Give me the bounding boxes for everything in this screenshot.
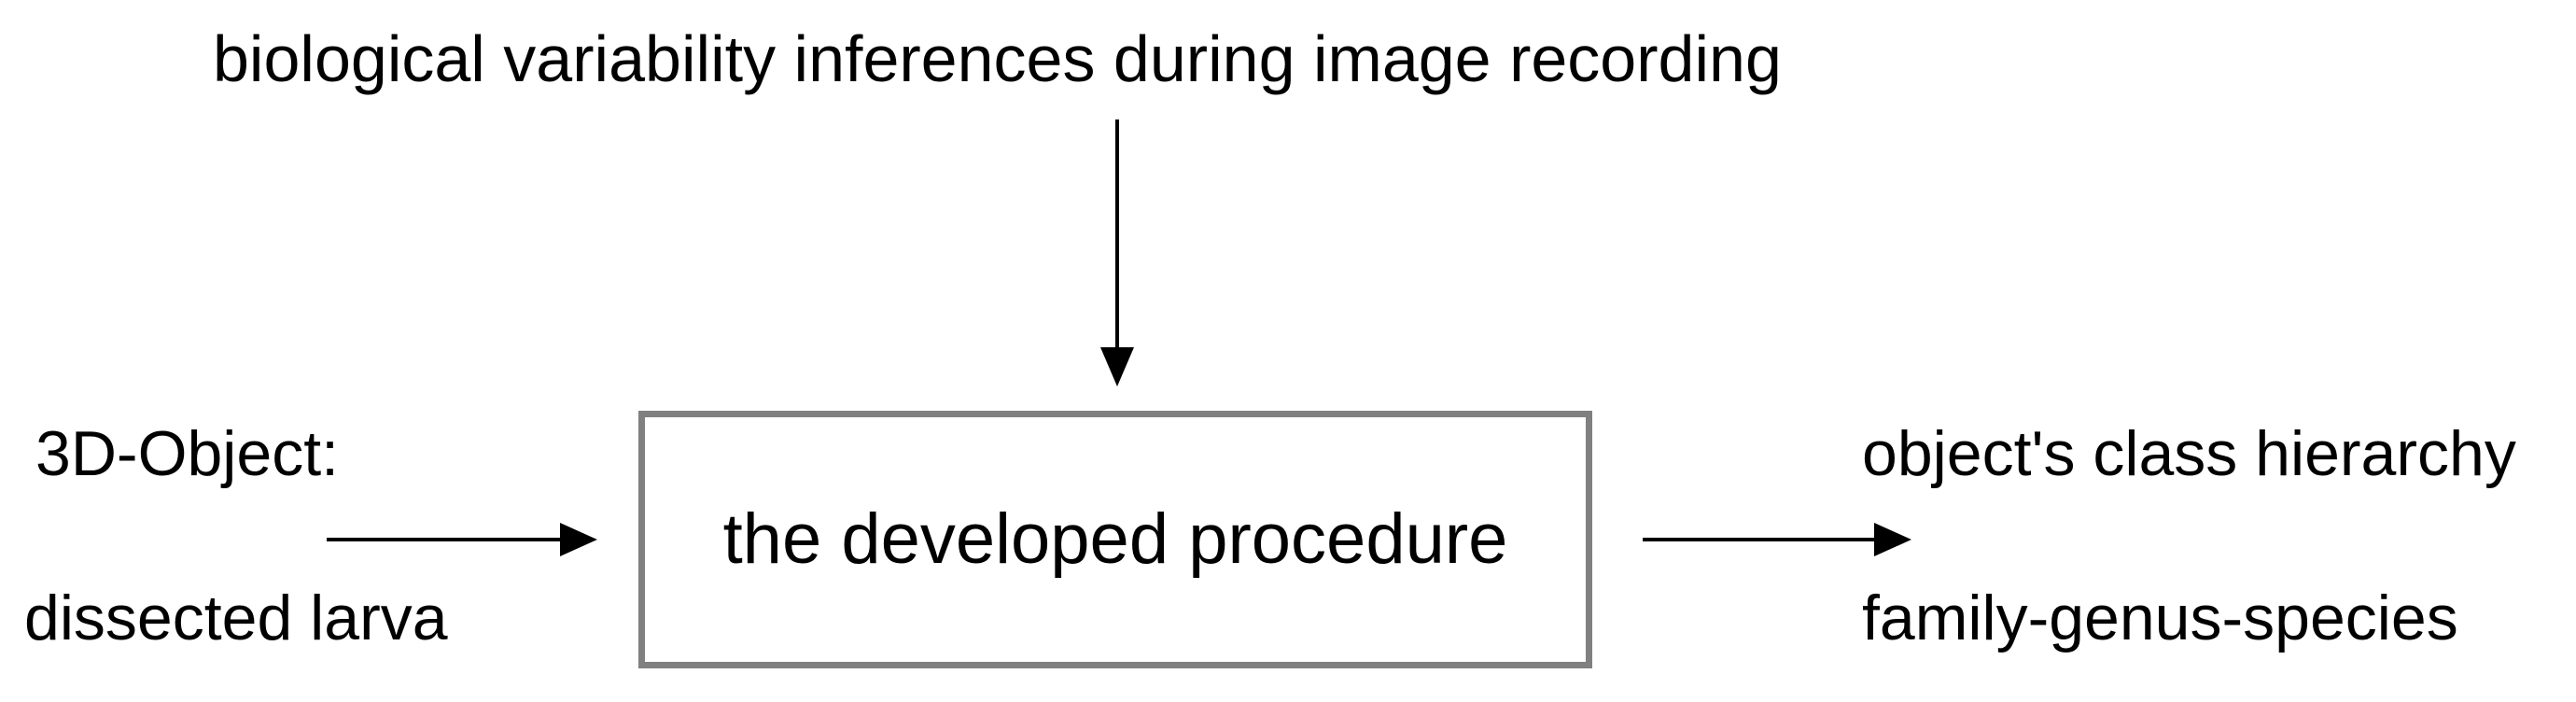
input-arrow <box>327 523 597 556</box>
top-down-arrow <box>1100 119 1134 386</box>
process-label: the developed procedure <box>722 499 1508 579</box>
influence-label: biological variability inferences during… <box>213 22 1782 95</box>
output-label: object's class hierarchy <box>1862 418 2516 489</box>
input-object-description: dissected larva <box>24 583 448 653</box>
input-object-label: 3D-Object: <box>35 418 339 489</box>
output-arrow <box>1643 523 1911 556</box>
process-box: the developed procedure <box>638 411 1592 668</box>
output-description: family-genus-species <box>1862 583 2458 653</box>
